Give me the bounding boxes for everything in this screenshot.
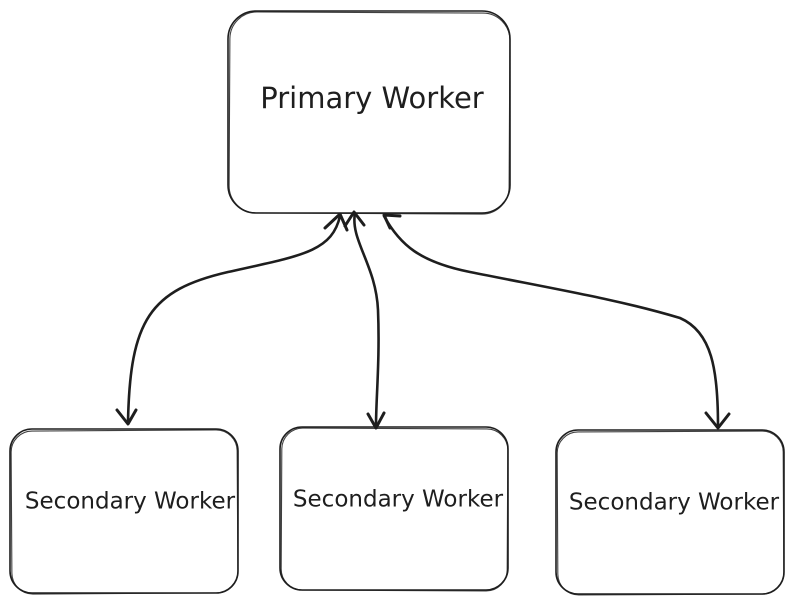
secondary-worker-box-sketch-3 (556, 430, 785, 596)
arrowhead-down-3 (704, 411, 731, 430)
arrowhead-up-2 (343, 210, 366, 228)
secondary-worker-label-2: Secondary Worker (293, 487, 504, 513)
edge-primary-secondary-1[interactable] (115, 212, 349, 426)
secondary-worker-node-3[interactable]: Secondary Worker (555, 429, 785, 596)
arrowhead-down-1 (115, 408, 138, 426)
secondary-worker-node-1[interactable]: Secondary Worker (9, 428, 239, 595)
primary-worker-box-sketch (228, 11, 511, 215)
connector-line-2 (353, 211, 380, 428)
secondary-worker-box-sketch-1 (10, 429, 239, 595)
secondary-worker-node-2[interactable]: Secondary Worker (279, 426, 509, 592)
secondary-worker-label-3: Secondary Worker (569, 490, 780, 516)
secondary-worker-label-1: Secondary Worker (25, 489, 236, 515)
arrowhead-up-3 (382, 213, 402, 230)
edge-primary-secondary-3[interactable] (382, 213, 731, 430)
secondary-worker-box-sketch-2 (280, 427, 509, 592)
connector-line-3 (382, 214, 720, 428)
connector-line-1 (126, 214, 342, 424)
primary-worker-node[interactable]: Primary Worker (227, 10, 511, 215)
arrowhead-down-2 (366, 411, 386, 430)
primary-worker-label: Primary Worker (260, 81, 484, 115)
edge-primary-secondary-2[interactable] (343, 210, 386, 430)
